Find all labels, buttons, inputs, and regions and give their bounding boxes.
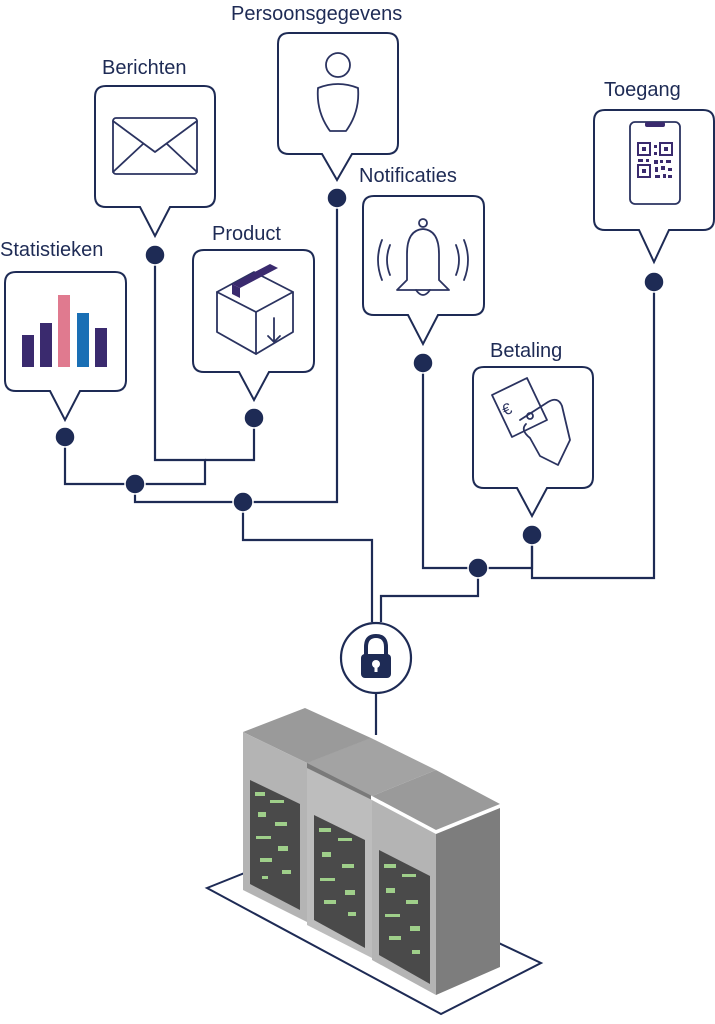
bar-chart-icon: [22, 295, 107, 367]
junction-dot: [643, 271, 665, 293]
statistieken-node: [4, 271, 127, 423]
server-rack-icon: [204, 708, 544, 1016]
junction-dot: [243, 407, 265, 429]
junction-dot: [326, 187, 348, 209]
persoonsgegevens-node: [277, 32, 399, 183]
betaling-label: Betaling: [490, 340, 562, 362]
toegang-node: [593, 109, 715, 265]
junction-dot: [521, 524, 543, 546]
betaling-node: €: [472, 366, 594, 519]
server-screen-pattern: [255, 792, 420, 954]
notificaties-label: Notificaties: [359, 165, 457, 187]
junction-dot: [54, 426, 76, 448]
envelope-icon: [112, 117, 198, 175]
package-box-icon: [216, 264, 294, 355]
junction-dot: [144, 244, 166, 266]
persoonsgegevens-label: Persoonsgegevens: [231, 3, 402, 25]
product-node: [192, 249, 315, 403]
junction-dot: [412, 352, 434, 374]
connection-lines: [63, 198, 656, 735]
junction-dot: [467, 557, 489, 579]
bell-icon: [377, 218, 469, 296]
junction-dot: [232, 491, 254, 513]
statistieken-label: Statistieken: [0, 239, 103, 261]
junction-dots: [54, 187, 665, 579]
lock-hub: [339, 621, 413, 695]
toegang-label: Toegang: [604, 79, 681, 101]
berichten-label: Berichten: [102, 57, 187, 79]
notificaties-node: [362, 195, 485, 347]
qr-code-phone-icon: [629, 121, 681, 205]
berichten-node: [94, 85, 216, 239]
person-icon: [316, 52, 360, 132]
junction-dot: [124, 473, 146, 495]
product-label: Product: [212, 223, 281, 245]
padlock-icon: [361, 633, 391, 678]
